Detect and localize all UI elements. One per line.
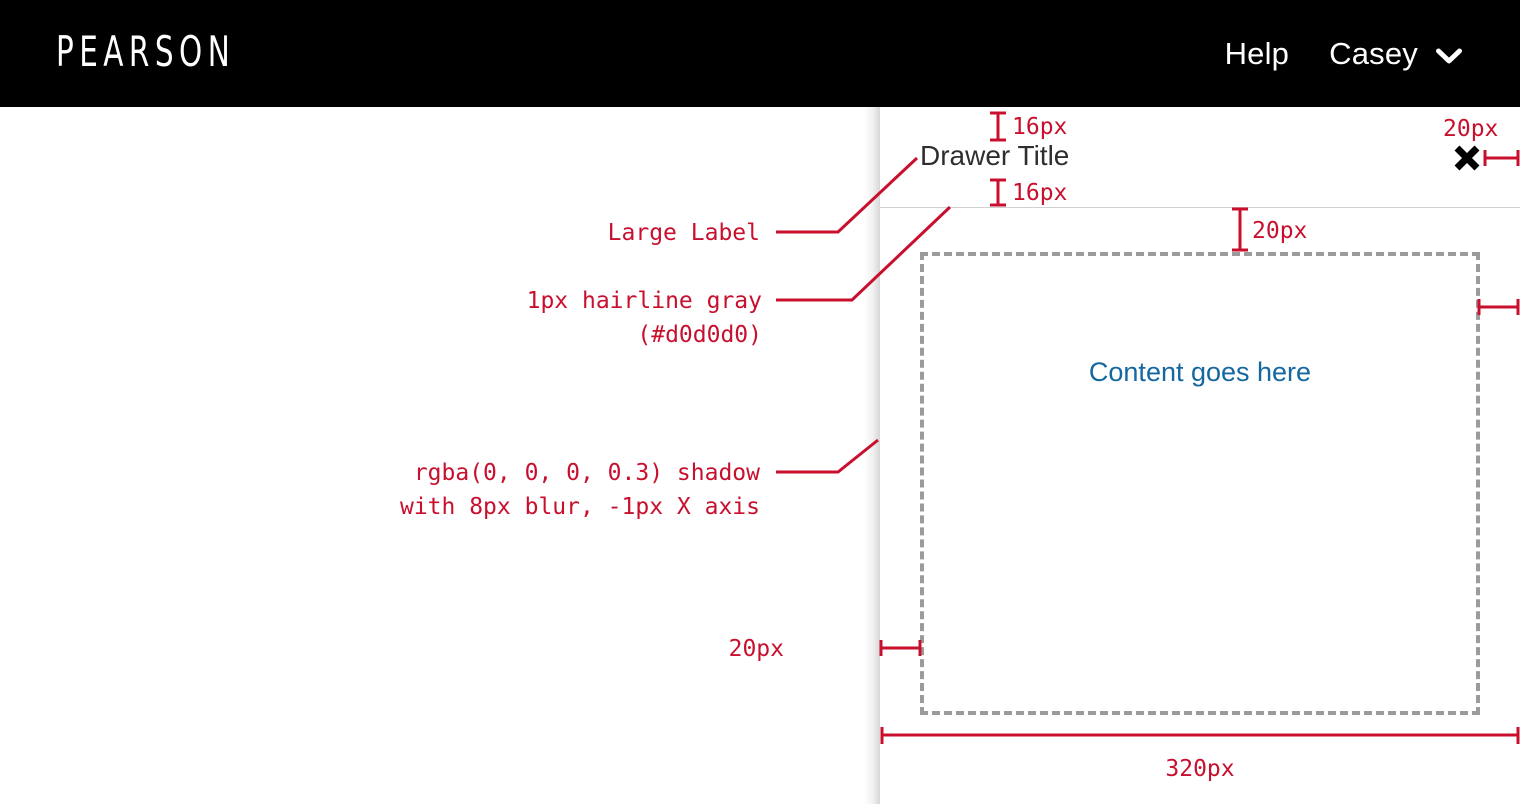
drawer-title: Drawer Title	[920, 140, 1070, 171]
annotation-large-label: Large Label	[607, 220, 760, 246]
user-menu-label: Casey	[1329, 35, 1418, 71]
chevron-down-icon	[1436, 48, 1462, 64]
close-x-icon[interactable]	[1452, 143, 1482, 173]
annotation-shadow-note-line1: rgba(0, 0, 0, 0.3) shadow	[413, 460, 760, 486]
drawer-hairline-divider	[880, 207, 1520, 208]
user-menu-button[interactable]: Casey	[1329, 36, 1462, 72]
annotation-shadow-note-line2: with 8px blur, -1px X axis	[399, 494, 760, 520]
pearson-logo[interactable]: PEARSON	[56, 27, 236, 76]
annotation-hairline-note-line2: (#d0d0d0)	[637, 322, 762, 348]
leader-shadow-note	[776, 438, 879, 474]
content-placeholder-text: Content goes here	[1088, 357, 1312, 387]
top-navigation: Help Casey	[1225, 0, 1462, 107]
top-bar: PEARSON Help Casey	[0, 0, 1520, 107]
drawer-panel: Drawer Title Content goes here	[880, 107, 1520, 804]
drawer-shadow	[864, 107, 880, 804]
annotation-content-left-inset: 20px	[728, 636, 784, 662]
help-link[interactable]: Help	[1224, 35, 1290, 71]
drawer-content-placeholder: Content goes here	[920, 252, 1480, 715]
annotation-hairline-note-line1: 1px hairline gray	[526, 288, 762, 314]
